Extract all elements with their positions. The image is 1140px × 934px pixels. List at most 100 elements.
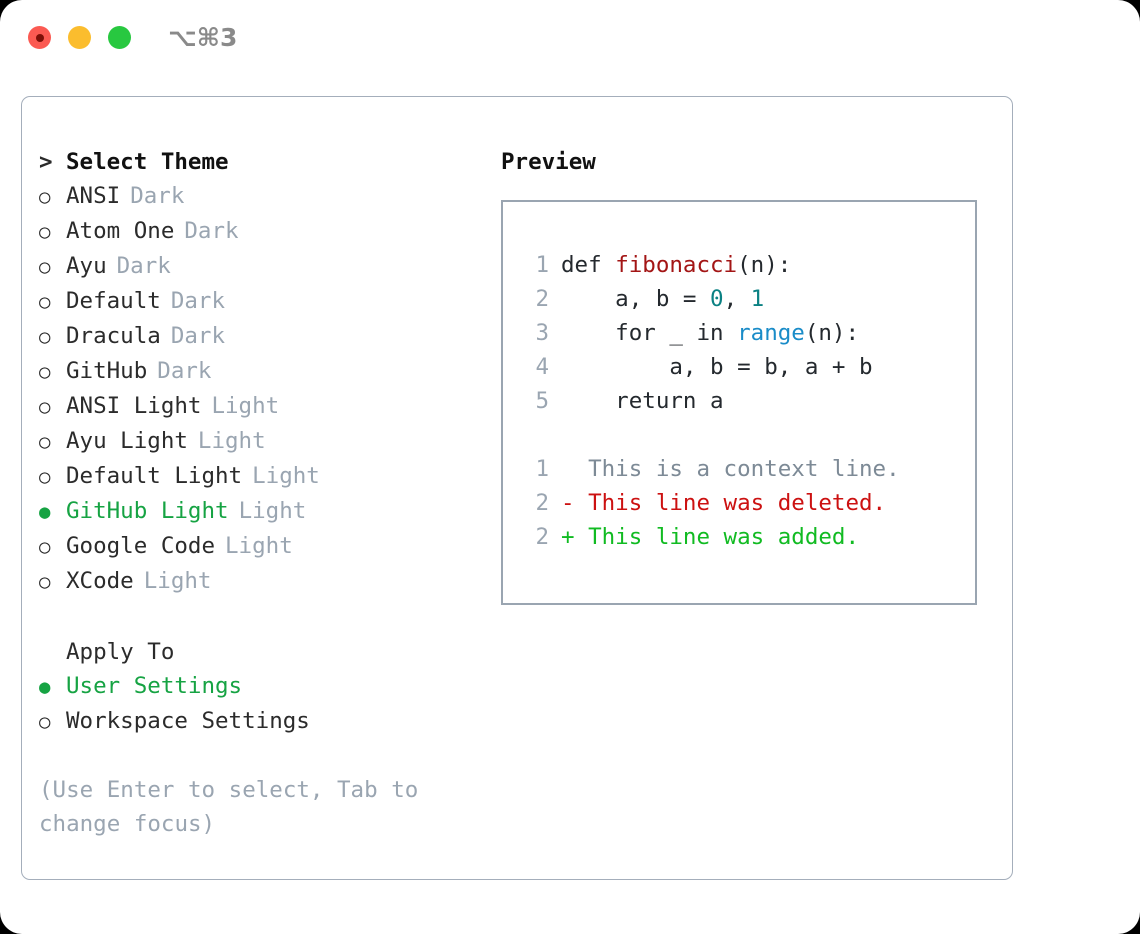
diff-text: This is a context line.	[574, 456, 900, 482]
diff-marker: -	[561, 490, 575, 516]
radio-unselected-icon: ○	[39, 221, 51, 243]
code-line: 3 for _ in range(n):	[503, 316, 975, 350]
select-theme-title: Select Theme	[66, 149, 229, 175]
code-token: a, b =	[561, 286, 711, 312]
radio-unselected-icon: ○	[39, 396, 51, 418]
select-theme-header: > Select Theme	[39, 145, 469, 179]
apply-to-option[interactable]: ○Workspace Settings	[39, 704, 469, 739]
maximize-button[interactable]	[108, 26, 131, 49]
theme-name-label: Ayu	[66, 253, 107, 279]
apply-to-option[interactable]: ● User Settings	[39, 669, 469, 704]
theme-variant-tag: Light	[238, 498, 307, 524]
theme-variant-tag: Light	[252, 463, 320, 489]
code-spacer	[503, 418, 975, 452]
code-text: for _ in range(n):	[561, 316, 859, 350]
theme-list-item[interactable]: ○ Google Code Light	[39, 529, 469, 564]
code-text: def fibonacci(n):	[561, 248, 791, 282]
diff-marker: +	[561, 524, 575, 550]
radio-unselected-icon: ○	[39, 536, 51, 558]
line-number: 2	[535, 524, 549, 550]
code-token: def	[561, 252, 616, 278]
code-token: fibonacci	[615, 252, 738, 278]
code-line: 2 a, b = 0, 1	[503, 282, 975, 316]
diff-line: 2 + This line was added.	[503, 520, 975, 554]
theme-variant-tag: Dark	[170, 288, 226, 314]
caret-icon: >	[39, 149, 53, 175]
line-number: 1	[535, 456, 549, 482]
theme-list-item[interactable]: ○ Default Dark	[39, 284, 469, 319]
theme-variant-tag: Light	[211, 393, 280, 419]
code-text: return a	[561, 384, 723, 418]
theme-name-label: GitHub	[66, 358, 148, 384]
line-number: 4	[535, 354, 549, 380]
apply-to-label: User Settings	[66, 673, 243, 699]
code-token: (n):	[804, 320, 860, 346]
diff-sample: 1 This is a context line. 2- This line wa…	[503, 452, 975, 554]
preview-title: Preview	[501, 149, 596, 175]
radio-unselected-icon: ○	[39, 431, 51, 453]
keyboard-shortcut-label: ⌥⌘3	[168, 23, 238, 52]
theme-list-item[interactable]: ○ Default Light Light	[39, 459, 469, 494]
radio-unselected-icon: ○	[39, 466, 51, 488]
theme-name-label: Default Light	[66, 463, 243, 489]
code-token: ,	[723, 286, 751, 312]
theme-variant-tag: Dark	[184, 218, 239, 244]
theme-name-label: ANSI	[66, 183, 121, 209]
minimize-button[interactable]	[68, 26, 91, 49]
theme-variant-tag: Light	[225, 533, 293, 559]
theme-variant-tag: Light	[143, 568, 212, 594]
code-line: 1 def fibonacci(n):	[503, 248, 975, 282]
code-text: a, b = b, a + b	[561, 350, 872, 384]
line-number: 2	[535, 286, 549, 312]
radio-selected-icon: ●	[39, 501, 51, 523]
theme-name-label: GitHub Light	[66, 498, 229, 524]
diff-text: This line was added.	[574, 524, 860, 550]
radio-selected-icon: ●	[39, 676, 51, 698]
theme-list-item[interactable]: ● GitHub Light Light	[39, 494, 469, 529]
apply-to-list: ● User Settings ○Workspace Settings	[39, 669, 469, 739]
line-number: 2	[535, 490, 549, 516]
theme-name-label: Default	[66, 288, 161, 314]
diff-marker	[561, 452, 575, 486]
diff-line: 2- This line was deleted.	[503, 486, 975, 520]
title-bar: ⌥⌘3	[0, 0, 1140, 78]
diff-text: This line was deleted.	[574, 490, 887, 516]
theme-name-label: Google Code	[66, 533, 216, 559]
theme-name-label: Atom One	[66, 218, 175, 244]
theme-variant-tag: Light	[197, 428, 266, 454]
theme-list-item[interactable]: ○ Ayu Light Light	[39, 424, 469, 459]
radio-unselected-icon: ○	[39, 711, 51, 733]
traffic-lights	[28, 26, 131, 49]
code-text: a, b = 0, 1	[561, 282, 764, 316]
code-token: for _ in	[561, 320, 738, 346]
code-line: 4 a, b = b, a + b	[503, 350, 975, 384]
code-token: range	[737, 320, 805, 346]
theme-name-label: XCode	[66, 568, 134, 594]
code-token: 1	[750, 286, 765, 312]
close-button[interactable]	[28, 26, 51, 49]
code-token: 0	[710, 286, 724, 312]
radio-unselected-icon: ○	[39, 326, 51, 348]
theme-name-label: Dracula	[66, 323, 161, 349]
theme-list-item[interactable]: ○ Atom One Dark	[39, 214, 469, 249]
radio-unselected-icon: ○	[39, 291, 51, 313]
line-number: 1	[535, 252, 549, 278]
line-number: 3	[535, 320, 549, 346]
theme-variant-tag: Dark	[157, 358, 212, 384]
keyboard-hint-text: (Use Enter to select, Tab to change focu…	[39, 777, 419, 837]
apply-to-heading: Apply To	[66, 639, 175, 665]
theme-name-label: Ayu Light	[66, 428, 188, 454]
